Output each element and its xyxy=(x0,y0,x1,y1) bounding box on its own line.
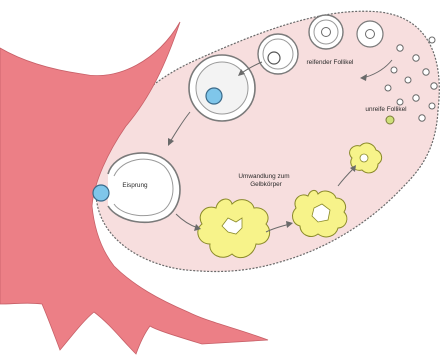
label-corpus-luteum-line1: Umwandlung zum xyxy=(238,173,289,180)
label-primordial-follicles: unreife Follikel xyxy=(365,106,406,113)
primordial-follicle xyxy=(429,37,435,43)
label-corpus-luteum-line2: Gelbkörper xyxy=(250,181,282,188)
label-maturing-follicle: reifender Follikel xyxy=(307,59,354,66)
label-ovulation: Eisprung xyxy=(122,182,148,189)
primordial-follicle xyxy=(429,103,435,109)
primordial-follicle xyxy=(397,99,403,105)
primordial-follicle xyxy=(391,67,397,73)
primordial-follicle xyxy=(397,45,403,51)
primordial-follicle xyxy=(413,55,419,61)
released-egg xyxy=(93,185,109,201)
primordial-follicle xyxy=(431,83,437,89)
mature-follicle xyxy=(189,55,255,121)
primordial-follicle xyxy=(405,77,411,83)
primordial-follicle xyxy=(385,85,391,91)
growing-follicle-medium xyxy=(309,15,343,49)
primordial-follicle xyxy=(419,115,425,121)
primordial-follicle xyxy=(413,95,419,101)
egg-cell xyxy=(206,88,222,104)
growing-follicle-small xyxy=(357,21,383,47)
growing-follicle-large xyxy=(258,34,298,74)
atretic-follicle xyxy=(386,116,394,124)
primordial-follicle xyxy=(423,69,429,75)
